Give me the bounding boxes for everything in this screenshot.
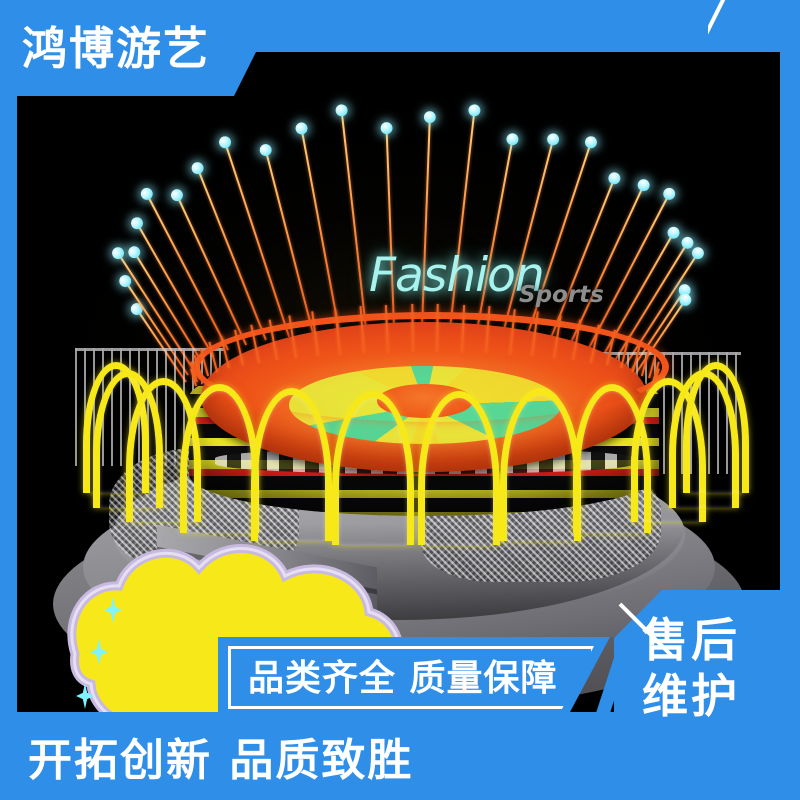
- arch-gate: [500, 388, 581, 542]
- arch-gate: [417, 390, 500, 546]
- feature-banner-middle-text: 品类齐全 质量保障: [248, 657, 558, 699]
- company-logo-banner: 鸿博游艺: [0, 0, 282, 96]
- service-panel-line-2: 维护: [642, 669, 740, 724]
- arch-gate: [683, 362, 749, 493]
- slogan-banner-bottom: 开拓创新 品质致胜: [0, 712, 568, 800]
- brand-title: Fashion: [369, 248, 545, 303]
- company-logo-text: 鸿博游艺: [22, 21, 211, 75]
- arch-gate-array: [17, 52, 780, 712]
- service-panel-line-1: 售后: [642, 613, 740, 667]
- feature-banner-middle: 品类齐全 质量保障: [218, 637, 610, 712]
- arch-gate: [180, 383, 259, 533]
- service-panel: [614, 590, 800, 800]
- service-panel-text: 售后 维护: [642, 612, 792, 724]
- slogan-banner-bottom-text: 开拓创新 品质致胜: [28, 735, 414, 786]
- arch-gate: [332, 390, 415, 546]
- arch-gate: [251, 388, 332, 542]
- product-photo: Fashion Sports: [17, 52, 780, 712]
- brand-subtitle: Sports: [519, 282, 604, 308]
